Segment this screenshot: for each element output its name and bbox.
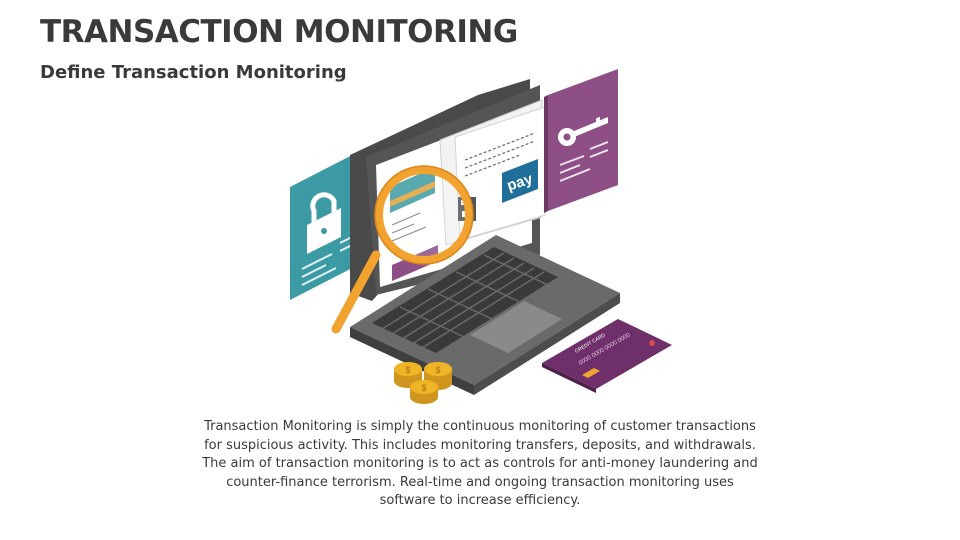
description-paragraph: Transaction Monitoring is simply the con… xyxy=(202,419,758,508)
credit-card-icon: CREDIT CARD 0000 0000 0000 0000 xyxy=(542,319,672,393)
transaction-monitoring-illustration: pay CREDIT CARD 0000 0000 0000 0000 $ $ xyxy=(290,69,672,404)
lock-icon xyxy=(307,192,341,254)
coin-symbol: $ xyxy=(405,365,410,375)
coin-symbol: $ xyxy=(421,383,426,393)
coins-icon: $ $ $ xyxy=(394,362,452,404)
pay-badge: pay xyxy=(502,159,538,203)
coin-symbol: $ xyxy=(435,365,440,375)
key-panel xyxy=(544,69,618,213)
magnifier-icon xyxy=(331,165,474,334)
key-icon xyxy=(558,116,608,146)
slide-subtitle: Define Transaction Monitoring xyxy=(40,62,347,83)
slide-title: TRANSACTION MONITORING xyxy=(40,14,518,50)
